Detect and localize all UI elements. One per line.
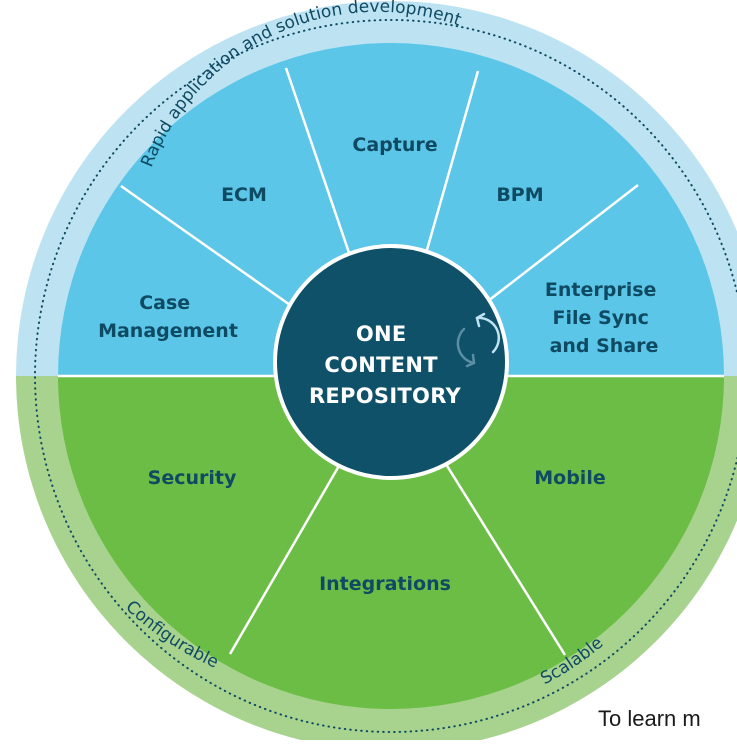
bottom-half bbox=[58, 376, 724, 709]
segment-security[interactable]: Security bbox=[148, 467, 237, 489]
center-circle bbox=[273, 244, 509, 480]
segment-labels: Case Management ECM Capture BPM Enterpri… bbox=[98, 134, 663, 595]
segment-ecm[interactable]: ECM bbox=[221, 184, 267, 206]
segment-capture[interactable]: Capture bbox=[352, 134, 437, 156]
top-half bbox=[58, 43, 724, 376]
sync-arrows-icon bbox=[456, 312, 500, 368]
center-hub: ONE CONTENT REPOSITORY bbox=[273, 244, 509, 480]
segment-bpm[interactable]: BPM bbox=[496, 184, 543, 206]
footer-text[interactable]: To learn m bbox=[598, 706, 701, 731]
dotted-ring bbox=[34, 19, 737, 733]
segment-efss[interactable]: Enterprise File Sync and Share bbox=[545, 279, 663, 357]
segment-integrations[interactable]: Integrations bbox=[319, 573, 451, 595]
center-label: ONE CONTENT REPOSITORY bbox=[309, 322, 462, 408]
segment-case-management[interactable]: Case Management bbox=[98, 292, 238, 342]
segment-mobile[interactable]: Mobile bbox=[534, 467, 605, 489]
